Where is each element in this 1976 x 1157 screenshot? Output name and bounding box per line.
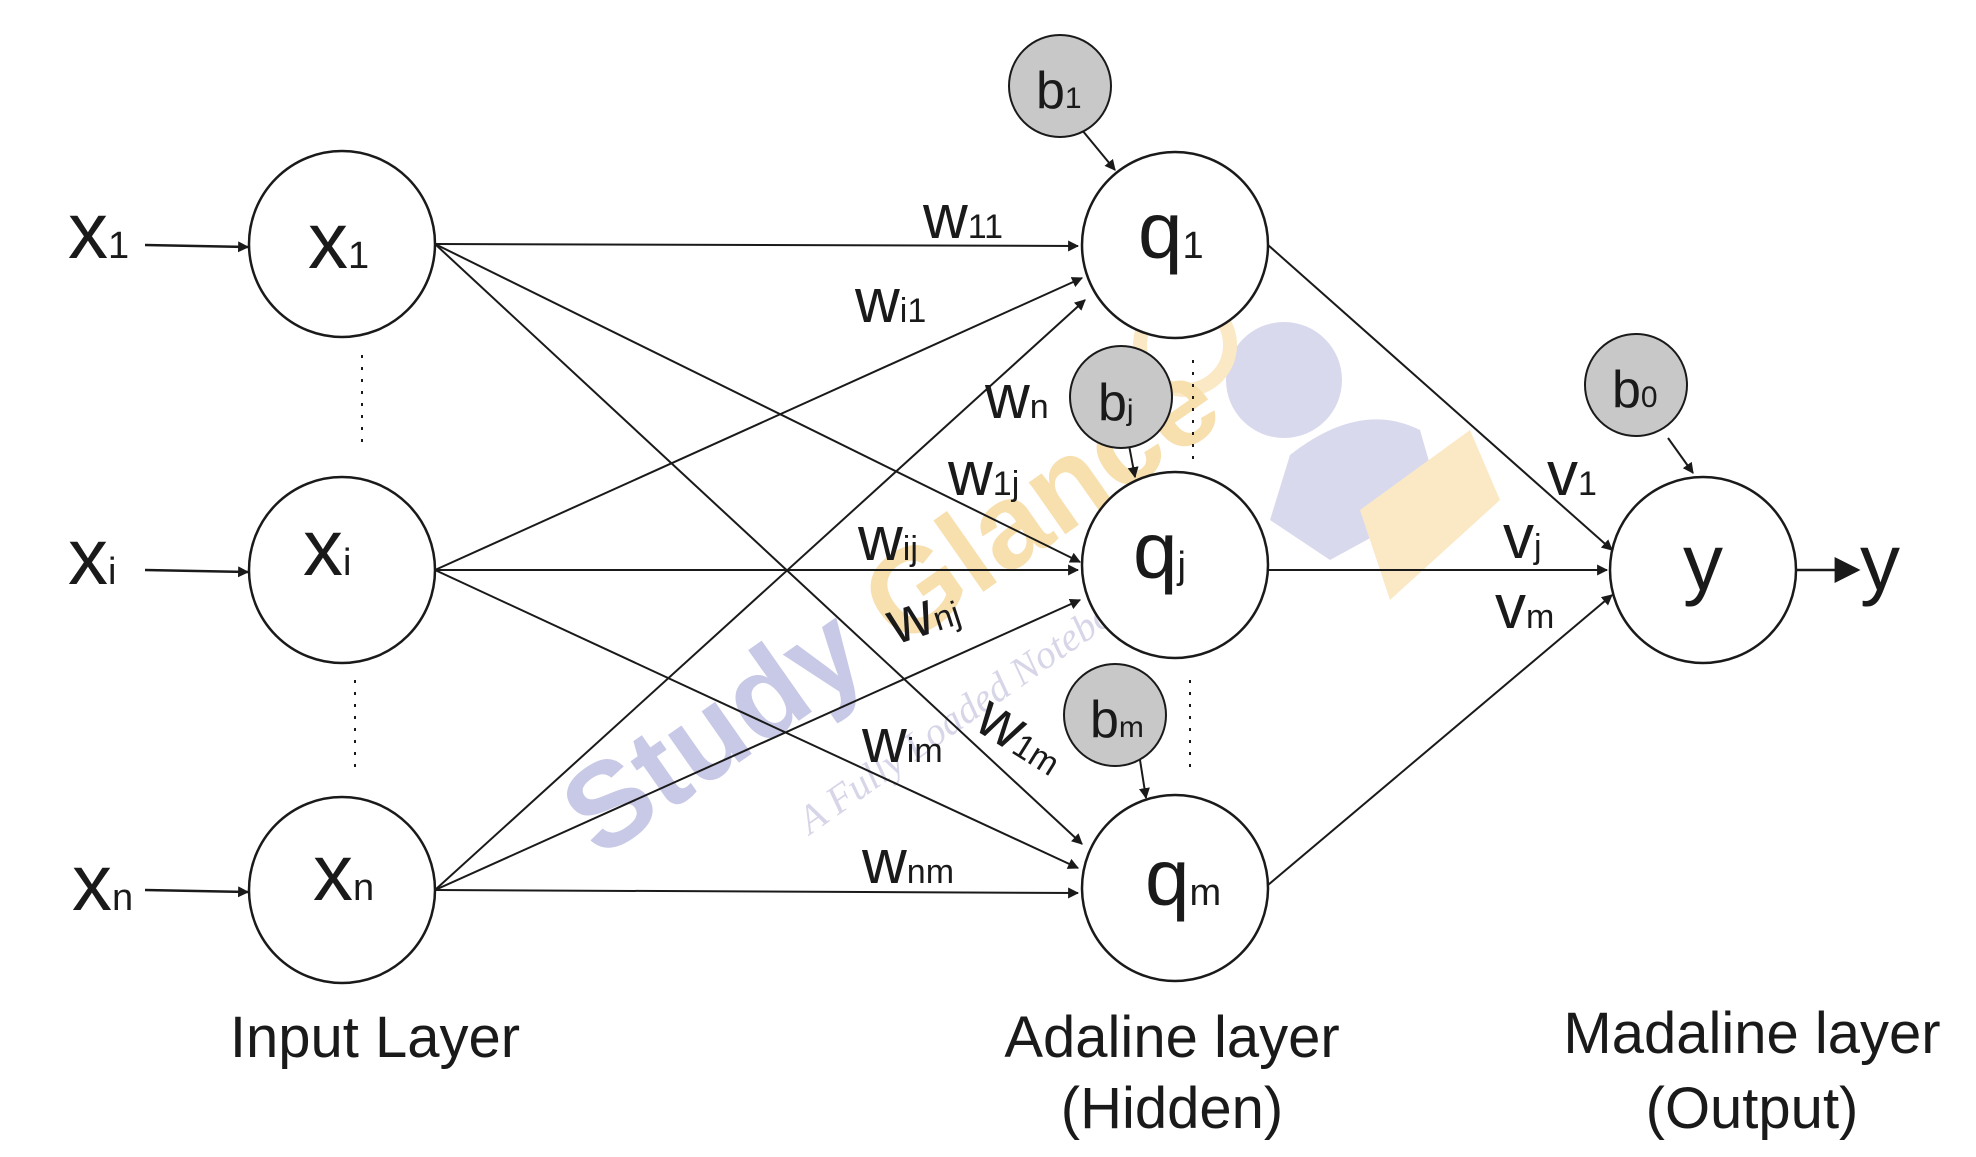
hidden-node-qm <box>1080 793 1270 983</box>
bias-b1-label: b1 <box>1036 62 1082 120</box>
watermark-word-study: Study <box>538 580 888 881</box>
input-arrow-n <box>144 886 250 898</box>
hidden-layer-nodes <box>1080 150 1270 983</box>
weight-wij: wij <box>857 505 918 574</box>
bias-b0-label: b0 <box>1612 361 1658 419</box>
edge-q1-y <box>1267 244 1613 551</box>
edge-xi-q1 <box>434 277 1084 571</box>
input-node-xn-label: xn <box>313 828 374 917</box>
caption-output-layer-line2: (Output) <box>1646 1076 1859 1141</box>
edge-xn-q1 <box>434 299 1086 891</box>
weight-wim: wim <box>861 707 943 776</box>
edge-xn-qm <box>434 887 1080 899</box>
input-node-xn <box>247 795 437 985</box>
watermark-person-head-icon <box>1226 322 1342 438</box>
input-layer-nodes <box>247 149 437 985</box>
output-node-y-label: y <box>1683 518 1723 607</box>
weight-wnm: wnm <box>861 828 954 897</box>
watermark-book-icon <box>1360 430 1500 600</box>
caption-output-layer-line1: Madaline layer <box>1563 1001 1940 1066</box>
bias-arrow-b1 <box>1081 129 1116 171</box>
hidden-node-qm-label: qm <box>1145 833 1221 922</box>
input-node-xi-label: xi <box>303 503 351 592</box>
input-node-x1 <box>247 149 437 339</box>
caption-hidden-layer-line2: (Hidden) <box>1061 1076 1283 1141</box>
bias-node-bm <box>1063 663 1167 767</box>
caption-input-layer: Input Layer <box>230 1005 520 1070</box>
output-weight-vj: vj <box>1503 503 1542 572</box>
bias-nodes <box>1008 34 1688 767</box>
input-node-xi <box>247 475 437 665</box>
weight-w11: w11 <box>922 183 1003 252</box>
edge-x1-q1 <box>434 240 1080 252</box>
edge-x1-qj <box>434 243 1081 563</box>
watermark-person-body-icon <box>1270 419 1440 560</box>
edge-x1-qm <box>434 243 1083 845</box>
hidden-node-qj <box>1080 470 1270 660</box>
weight-wn: wn <box>984 363 1049 432</box>
caption-hidden-layer-line1: Adaline layer <box>1004 1005 1339 1070</box>
external-input-x1: x1 <box>68 186 129 275</box>
bias-node-b1 <box>1008 34 1112 138</box>
bias-arrow-b0 <box>1667 437 1694 474</box>
bias-bm-label: bm <box>1090 691 1144 749</box>
bias-bj-label: bj <box>1098 374 1134 432</box>
output-weight-v1: v1 <box>1547 440 1597 509</box>
edge-xn-qj <box>434 599 1082 891</box>
bias-node-b0 <box>1584 333 1688 437</box>
output-node-y <box>1608 475 1798 665</box>
input-node-x1-label: x1 <box>308 196 369 285</box>
weight-w1j: w1j <box>947 440 1019 509</box>
hidden-node-q1-label: q1 <box>1138 186 1204 275</box>
input-arrow-1 <box>144 241 250 253</box>
output-weight-vm: vm <box>1495 573 1554 642</box>
input-arrow-i <box>144 566 250 578</box>
edge-xi-qm <box>434 569 1079 869</box>
hidden-node-qj-label: qj <box>1133 506 1186 595</box>
external-input-xn: xn <box>72 838 133 927</box>
external-input-xi: xi <box>68 512 116 601</box>
bias-arrow-bm <box>1139 759 1150 800</box>
edge-qm-y <box>1267 594 1613 886</box>
weight-wi1: wi1 <box>854 267 926 336</box>
hidden-node-q1 <box>1080 150 1270 340</box>
final-output-y: y <box>1860 518 1900 607</box>
bias-node-bj <box>1069 345 1173 449</box>
